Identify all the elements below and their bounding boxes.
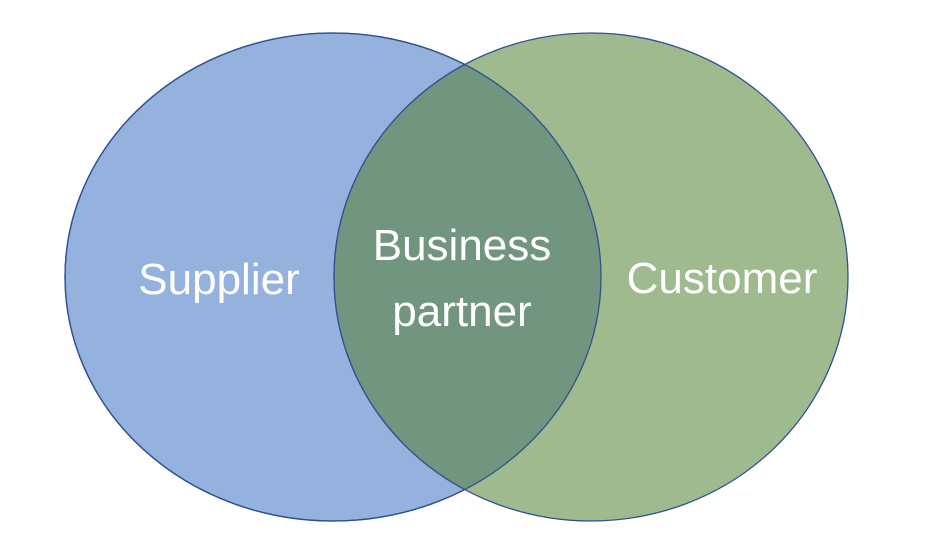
business-partner-label-line2: partner [392,287,531,336]
supplier-label: Supplier [138,255,299,304]
customer-label: Customer [627,254,818,303]
business-partner-intersection [333,33,601,521]
business-partner-label-line1: Business [373,221,552,270]
supplier-circle-outline [64,32,602,522]
